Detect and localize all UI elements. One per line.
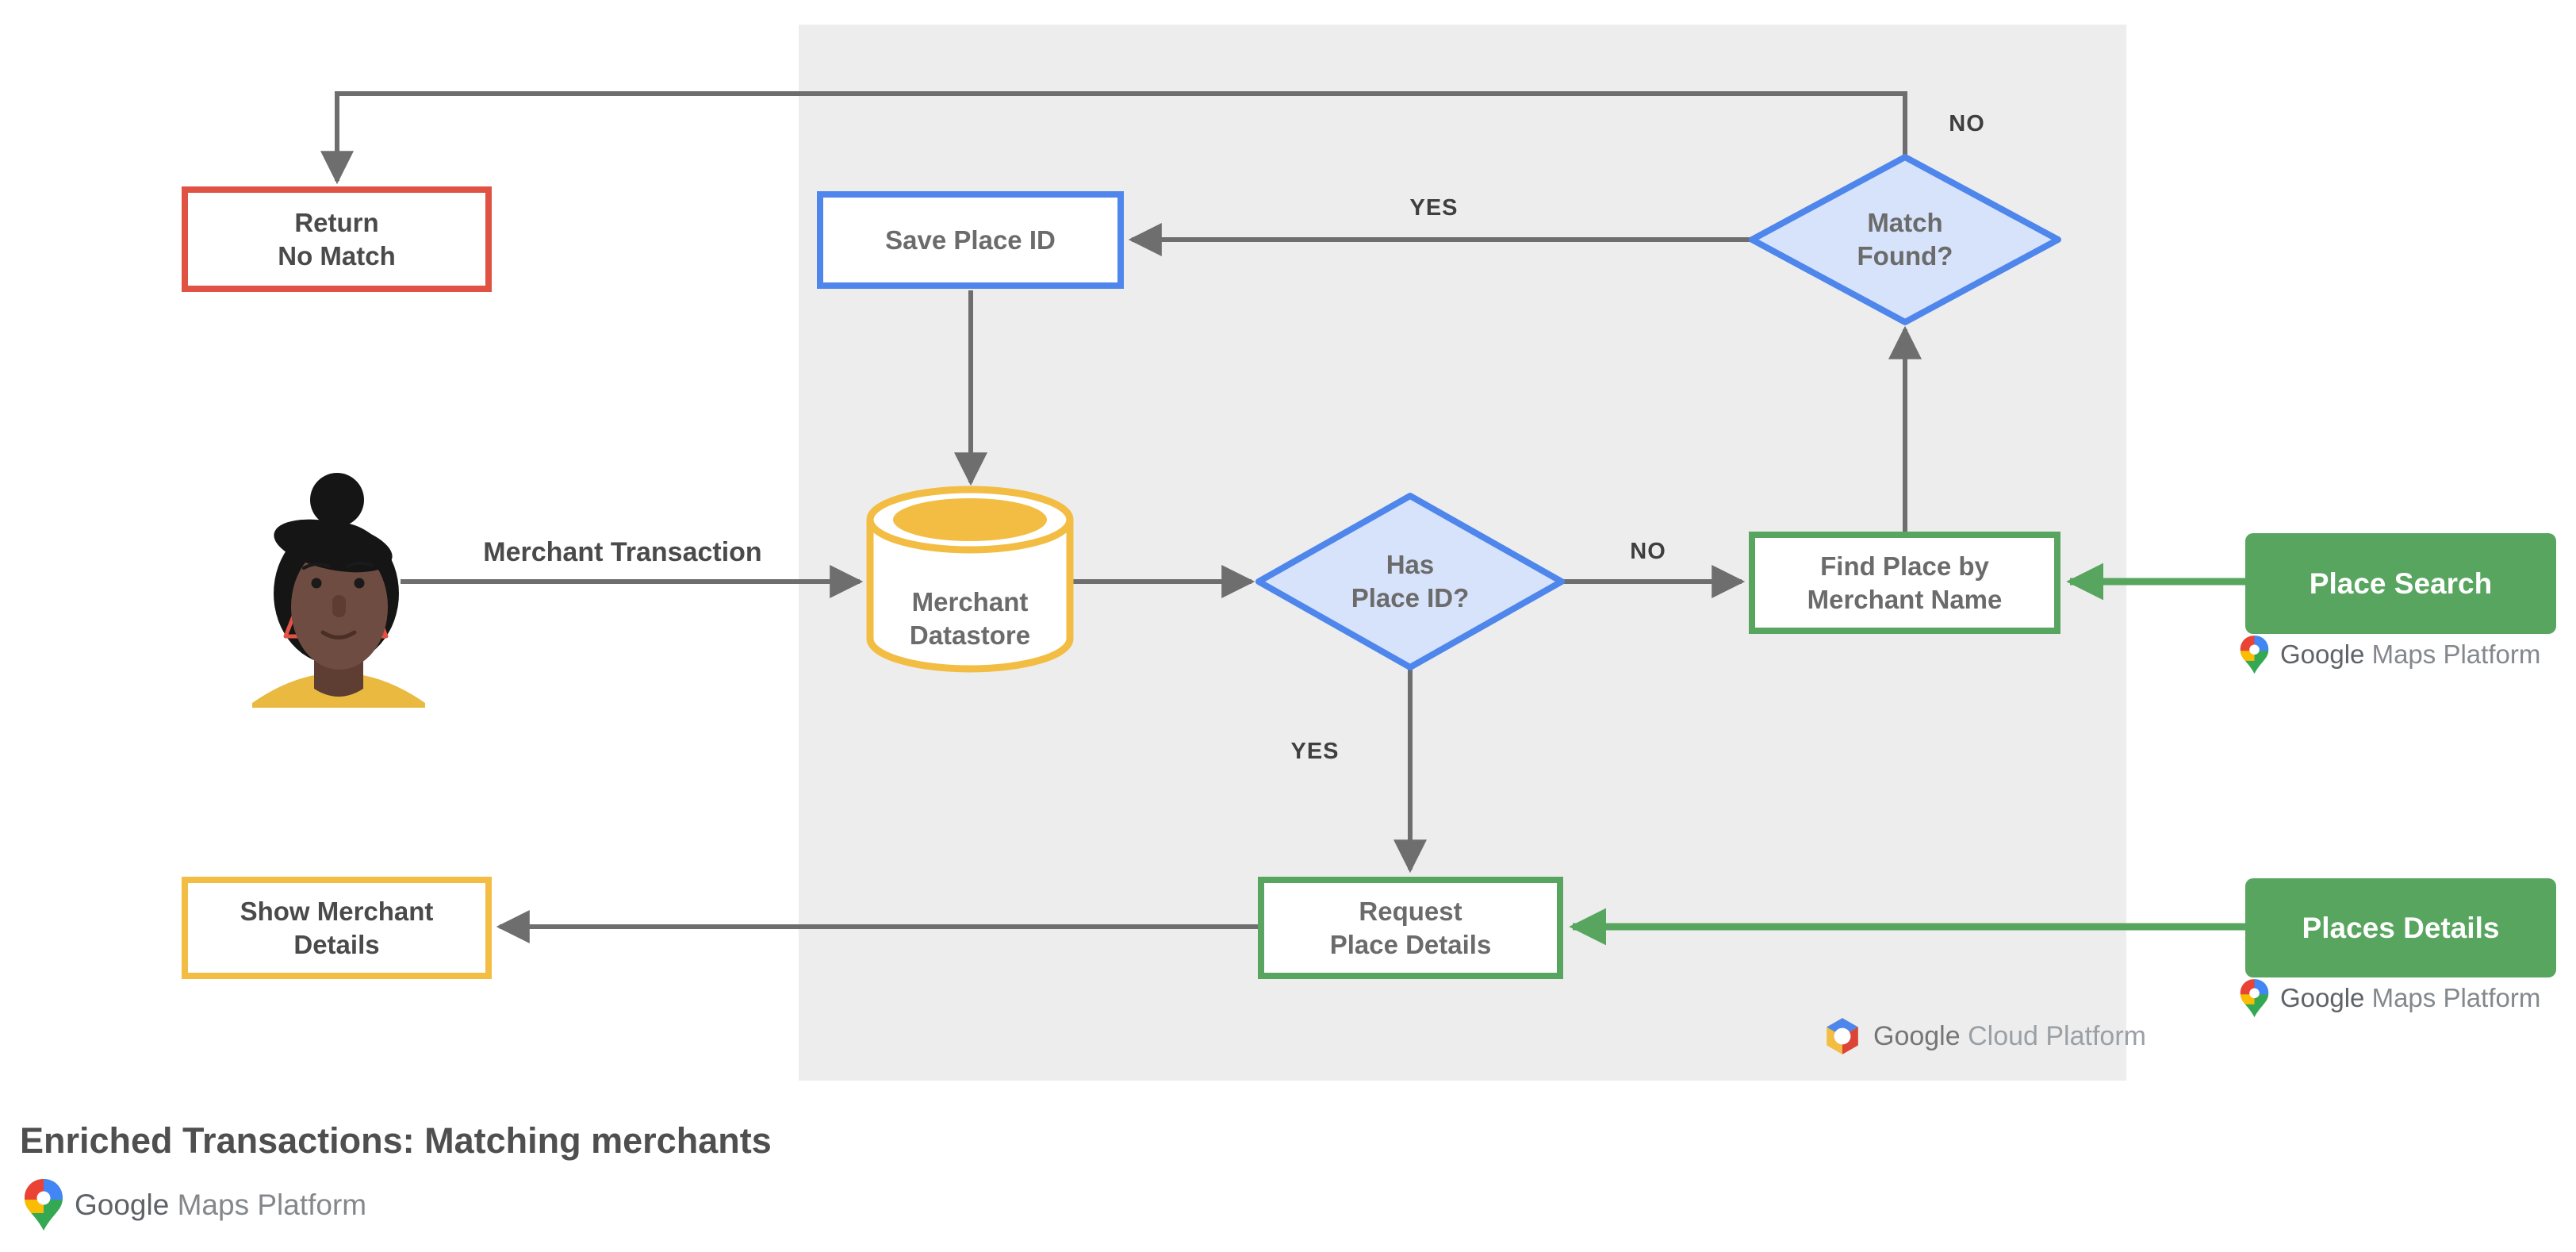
merchant-avatar: [252, 473, 425, 708]
edge-label-has-place-id-no: NO: [1630, 538, 1666, 564]
google-cloud-hexagon-icon: [1827, 1018, 1858, 1054]
gmp-suffix-word: Maps Platform: [2371, 639, 2541, 669]
edge-match-no-to-return: [320, 91, 1907, 185]
gmp-google-word: Google: [75, 1189, 170, 1221]
has-place-id-diamond: [1255, 493, 1565, 670]
maps-platform-logo-place-search: Google Maps Platform: [2240, 635, 2540, 674]
node-request-place-details: Request Place Details: [1258, 877, 1563, 979]
maps-platform-logo-footer: Google Maps Platform: [24, 1179, 366, 1231]
edge-label-match-found-yes: YES: [1409, 194, 1459, 221]
maps-platform-text: Google Maps Platform: [2280, 639, 2540, 670]
gmp-google-word: Google: [2280, 983, 2365, 1012]
maps-platform-text: Google Maps Platform: [75, 1189, 366, 1222]
gcp-google-word: Google: [1873, 1020, 1961, 1051]
maps-platform-text: Google Maps Platform: [2280, 983, 2540, 1013]
maps-platform-logo-places-details: Google Maps Platform: [2240, 978, 2540, 1018]
gcp-suffix-word: Cloud Platform: [1968, 1020, 2146, 1051]
diagram-title: Enriched Transactions: Matching merchant…: [20, 1120, 772, 1161]
merchant-datastore-cylinder: [866, 486, 1074, 673]
edge-label-match-found-no: NO: [1949, 110, 1985, 136]
merchant-datastore-label: Merchant Datastore: [909, 587, 1031, 650]
has-place-id-diamond-label: Has Place ID?: [1351, 550, 1470, 613]
maps-pin-icon: [25, 1179, 63, 1231]
node-show-merchant-details: Show Merchant Details: [182, 877, 492, 979]
gmp-google-word: Google: [2280, 639, 2365, 669]
node-place-search-api: Place Search: [2245, 533, 2556, 634]
google-cloud-platform-text: Google Cloud Platform: [1873, 1021, 2146, 1052]
node-return-no-match: Return No Match: [182, 186, 492, 292]
node-places-details-api: Places Details: [2245, 878, 2556, 977]
node-save-place-id: Save Place ID: [817, 191, 1124, 289]
google-cloud-platform-logo: Google Cloud Platform: [1823, 1016, 2146, 1057]
edge-label-has-place-id-yes: YES: [1290, 738, 1340, 764]
maps-pin-icon: [2240, 635, 2269, 674]
node-find-place-by-merchant-name: Find Place by Merchant Name: [1749, 532, 2060, 634]
match-found-diamond: [1749, 154, 2061, 325]
maps-pin-icon: [2240, 978, 2269, 1017]
merchant-transaction-label: Merchant Transaction: [483, 536, 762, 567]
gmp-suffix-word: Maps Platform: [2371, 983, 2541, 1012]
gmp-suffix-word: Maps Platform: [177, 1189, 367, 1221]
match-found-diamond-label: Match Found?: [1857, 208, 1953, 271]
